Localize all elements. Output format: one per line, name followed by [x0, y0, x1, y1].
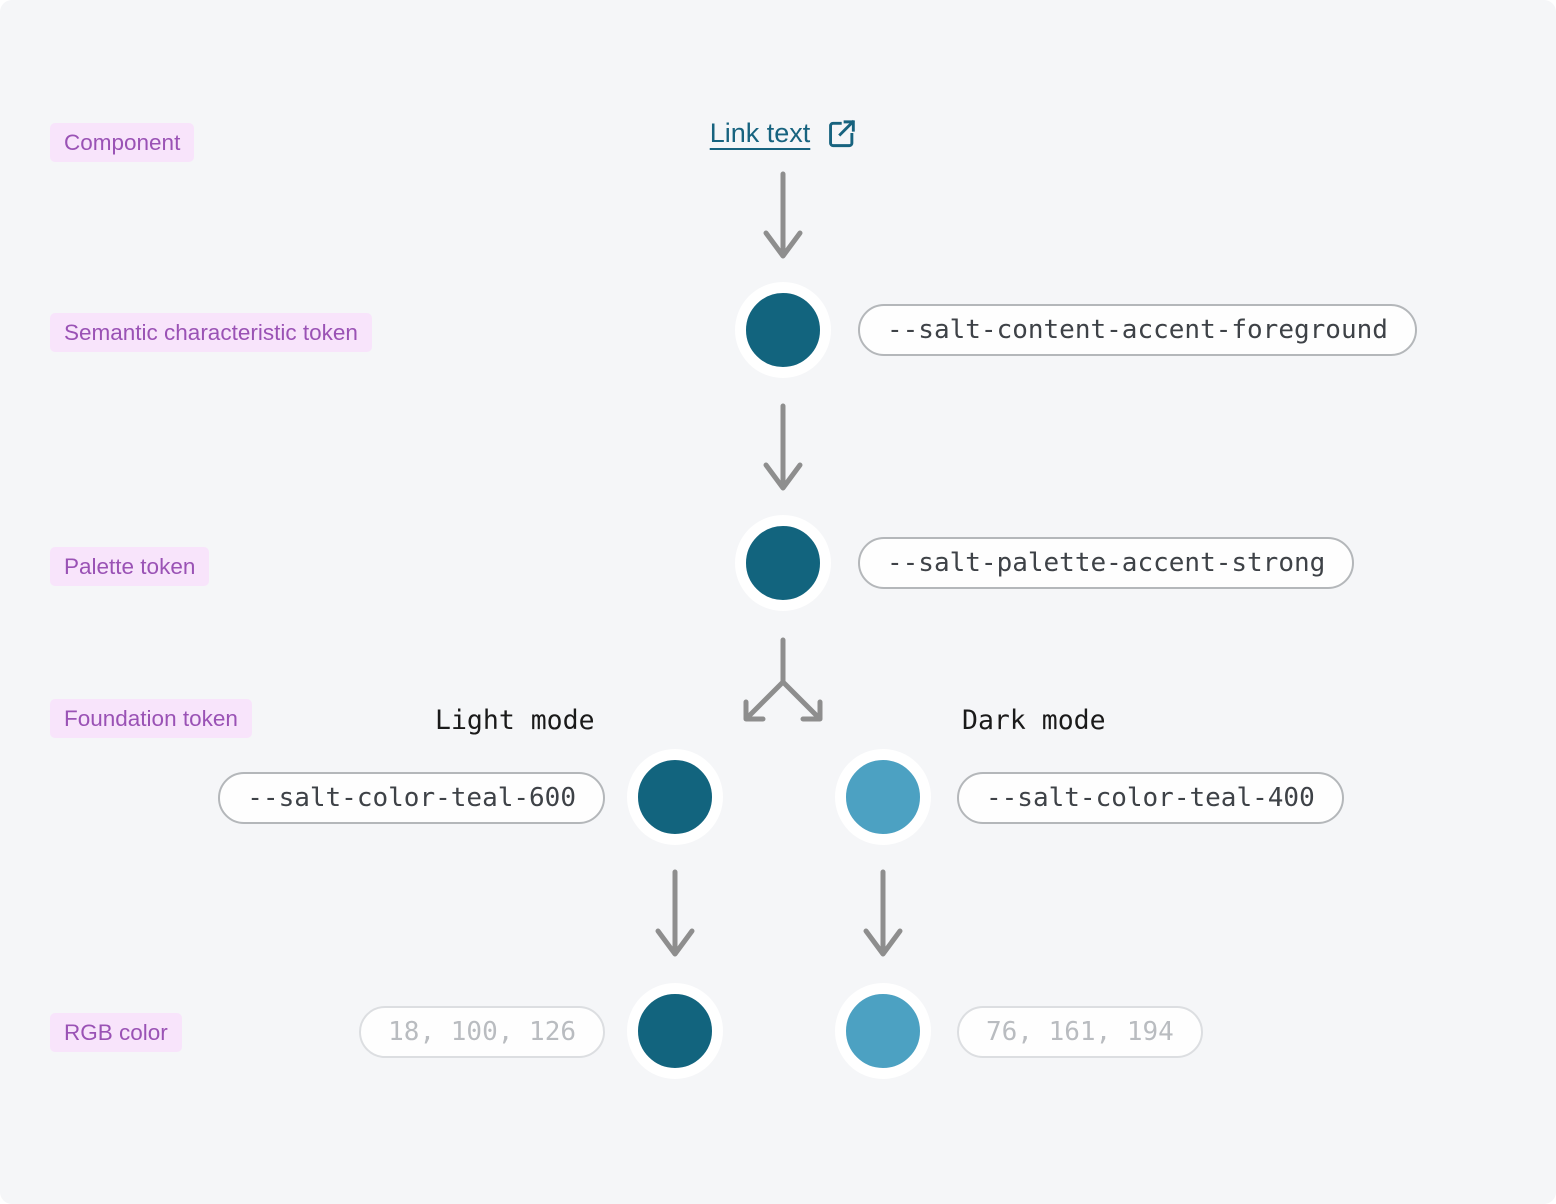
label-semantic-token: Semantic characteristic token	[50, 313, 372, 352]
foundation-light-swatch	[627, 749, 723, 845]
label-foundation-token: Foundation token	[50, 699, 252, 738]
palette-token-pill: --salt-palette-accent-strong	[858, 537, 1355, 589]
rgb-dark-swatch	[835, 983, 931, 1079]
label-component: Component	[50, 123, 195, 162]
arrow-link-to-semantic	[763, 171, 803, 259]
external-link-icon	[828, 119, 855, 148]
foundation-dark-pill: --salt-color-teal-400	[957, 772, 1344, 824]
arrow-branch	[743, 637, 823, 722]
rgb-light-swatch	[627, 983, 723, 1079]
semantic-token-swatch	[735, 282, 831, 378]
rgb-dark-pill: 76, 161, 194	[957, 1006, 1203, 1058]
semantic-token-pill: --salt-content-accent-foreground	[858, 304, 1417, 356]
arrow-dark-to-rgb	[863, 869, 903, 957]
foundation-dark-swatch	[835, 749, 931, 845]
light-mode-label: Light mode	[435, 705, 595, 736]
label-palette-token: Palette token	[50, 547, 210, 586]
link-text[interactable]: Link text	[709, 118, 811, 148]
foundation-light-pill: --salt-color-teal-600	[218, 772, 605, 824]
component-link[interactable]: Link text	[710, 118, 857, 149]
rgb-light-pill: 18, 100, 126	[359, 1006, 605, 1058]
arrow-light-to-rgb	[655, 869, 695, 957]
label-rgb-color: RGB color	[50, 1013, 182, 1052]
dark-mode-label: Dark mode	[962, 705, 1106, 736]
arrow-semantic-to-palette	[763, 403, 803, 491]
palette-token-swatch	[735, 515, 831, 611]
